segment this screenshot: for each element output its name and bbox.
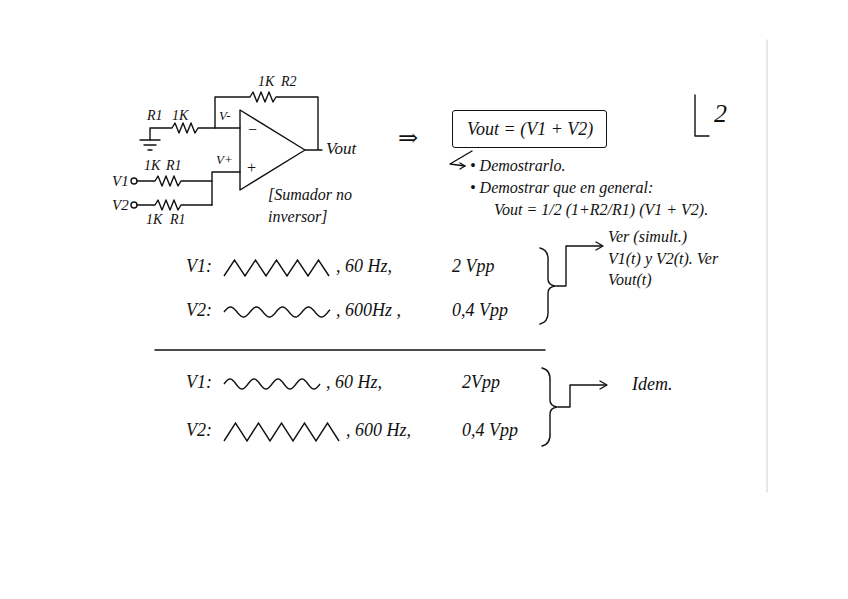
- label: , 60 Hz,: [326, 372, 382, 394]
- input-terminal: [131, 178, 137, 184]
- label: V+: [216, 152, 233, 168]
- label: 0,4 Vpp: [452, 300, 508, 322]
- label: Ver (simult.) V1(t) y V2(t). Ver Vout(t): [608, 226, 722, 291]
- brace: [542, 368, 557, 446]
- formula-text: Vout = (V1 + V2): [467, 119, 592, 141]
- pointer-arrow: [558, 385, 606, 407]
- label: 1K: [146, 212, 162, 229]
- wire: [212, 172, 240, 205]
- label: [Sumador no inversor]: [268, 184, 373, 227]
- page-edge: [766, 40, 767, 492]
- label: V1:: [186, 256, 212, 278]
- pointer-arrow: [556, 246, 602, 286]
- arrow-head: [460, 163, 465, 169]
- label: 1K: [144, 158, 160, 175]
- input-terminal: [131, 202, 137, 208]
- waveform: [224, 307, 330, 317]
- label: 2: [714, 98, 727, 129]
- ground-resistor: [150, 123, 240, 140]
- opamp-symbol: [240, 110, 305, 190]
- label: V1: [112, 172, 129, 190]
- label: Vout: [326, 139, 356, 159]
- label: 2 Vpp: [452, 256, 495, 278]
- label: V2:: [186, 420, 212, 442]
- label: R2: [281, 74, 297, 91]
- label: +: [246, 158, 257, 177]
- label: ⇒: [398, 124, 418, 153]
- label: V2: [112, 196, 129, 214]
- label: Vout = 1/2 (1+R2/R1) (V1 + V2).: [494, 200, 708, 219]
- label: V-: [219, 108, 231, 124]
- waveform: [224, 260, 329, 276]
- formula-box: Vout = (V1 + V2): [452, 110, 607, 148]
- label: , 60 Hz,: [336, 256, 392, 278]
- input-resistor: [137, 200, 212, 210]
- label: • Demostrar que en general:: [470, 178, 653, 197]
- label: 1K: [258, 74, 274, 91]
- feedback-resistor: [215, 92, 322, 150]
- corner-bracket: [695, 95, 709, 136]
- ground-symbol: [140, 140, 160, 150]
- label: • Demostrarlo.: [470, 156, 565, 175]
- label: V1:: [186, 372, 212, 394]
- label: 2Vpp: [462, 372, 500, 394]
- label: V2:: [186, 300, 212, 322]
- label: 1K: [172, 108, 188, 125]
- label: , 600 Hz,: [346, 420, 411, 442]
- label: , 600Hz ,: [336, 300, 401, 322]
- label: Idem.: [632, 374, 672, 396]
- label: R1: [147, 108, 163, 125]
- arrow-head: [596, 242, 603, 250]
- label: 0,4 Vpp: [462, 420, 518, 442]
- separator-line: [155, 349, 545, 350]
- label: R1: [166, 158, 182, 175]
- waveform: [224, 423, 339, 441]
- brace: [540, 248, 555, 324]
- label: −: [247, 120, 258, 139]
- arrow-head: [600, 381, 607, 389]
- input-resistor: [137, 176, 212, 186]
- label: R1: [170, 212, 186, 229]
- waveform: [224, 379, 320, 389]
